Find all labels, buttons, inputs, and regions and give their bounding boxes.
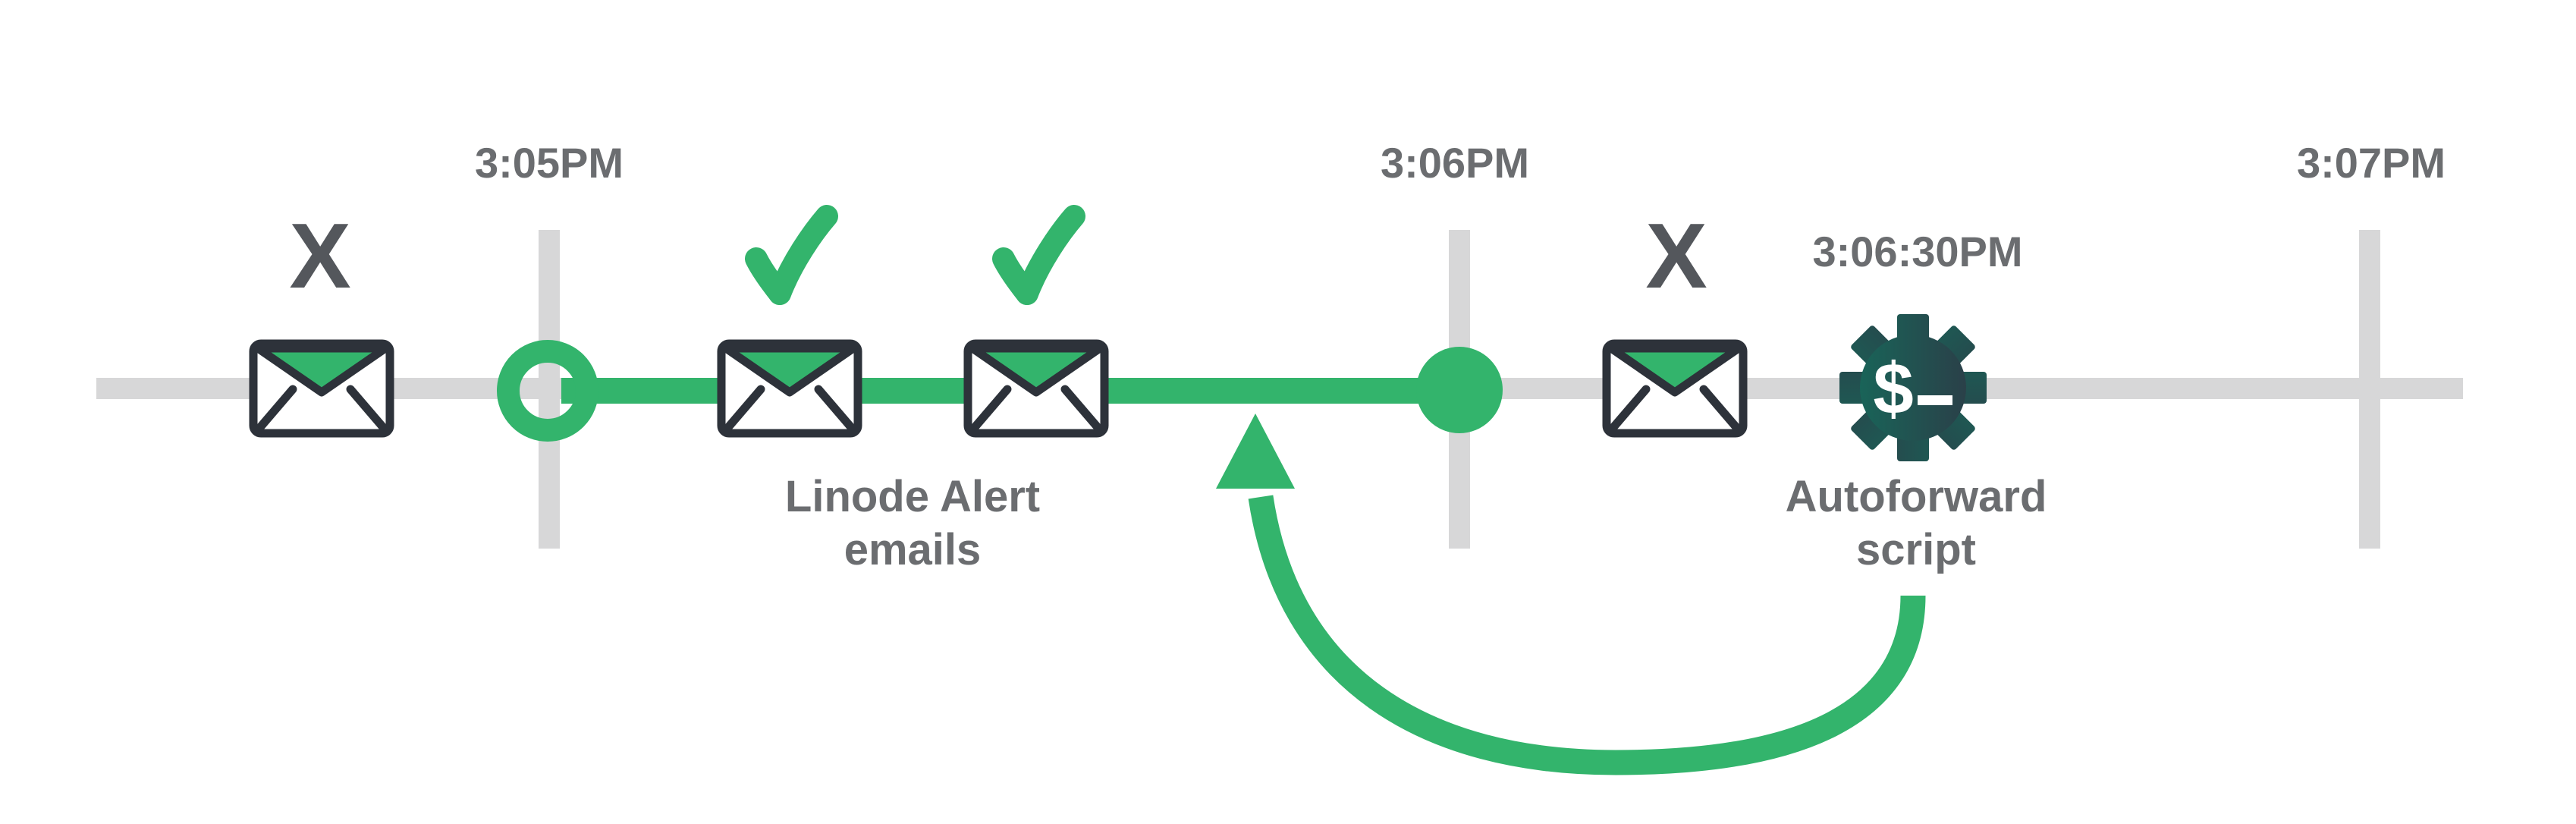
envelope-icon-2 xyxy=(717,339,862,438)
envelope-fold-right xyxy=(346,385,387,431)
alert-emails-label: Linode Alert emails xyxy=(785,470,1040,577)
envelope-fold-left xyxy=(1610,385,1651,431)
tick-3-07 xyxy=(2359,230,2380,549)
envelope-icon-4 xyxy=(1602,339,1748,438)
envelope-flap xyxy=(1607,344,1743,397)
curved-arrow-icon xyxy=(1216,414,1926,775)
autoforward-script-label-line1: Autoforward xyxy=(1785,472,2047,521)
gear-body xyxy=(1860,335,1966,441)
checkmark-icon-1 xyxy=(745,205,838,305)
gear-terminal-icon: $ xyxy=(1839,314,1987,461)
autoforward-script-label: Autoforward script xyxy=(1786,470,2047,577)
end-dot-marker xyxy=(1416,347,1503,433)
autoforward-script-label-line2: script xyxy=(1856,525,1976,574)
curved-arrow-head xyxy=(1216,414,1295,489)
curved-arrow-shaft xyxy=(1248,495,1926,775)
envelope-flap xyxy=(968,344,1104,397)
time-label-3-06-30: 3:06:30PM xyxy=(1812,228,2023,275)
checkmark-icon-2 xyxy=(992,205,1085,305)
envelope-flap xyxy=(721,344,858,397)
envelope-icon-1 xyxy=(249,339,394,438)
alert-emails-label-line2: emails xyxy=(843,525,982,574)
envelope-flap xyxy=(253,344,390,397)
dollar-glyph: $ xyxy=(1873,348,1913,429)
envelope-icon-3 xyxy=(963,339,1109,438)
cursor-underscore xyxy=(1918,395,1952,405)
tick-3-05 xyxy=(539,230,560,549)
x-mark-icon-2: X xyxy=(1645,204,1707,307)
time-label-3-05: 3:05PM xyxy=(474,139,624,187)
envelope-fold-left xyxy=(724,385,765,431)
time-label-3-06: 3:06PM xyxy=(1380,139,1530,187)
envelope-fold-right xyxy=(1060,385,1101,431)
alert-emails-label-line1: Linode Alert xyxy=(784,472,1041,521)
x-mark-icon-1: X xyxy=(289,204,351,307)
start-ring-marker xyxy=(497,340,598,442)
time-label-3-07: 3:07PM xyxy=(2296,139,2446,187)
envelope-fold-left xyxy=(256,385,297,431)
envelope-fold-right xyxy=(1699,385,1740,431)
envelope-fold-right xyxy=(814,385,855,431)
envelope-fold-left xyxy=(971,385,1012,431)
